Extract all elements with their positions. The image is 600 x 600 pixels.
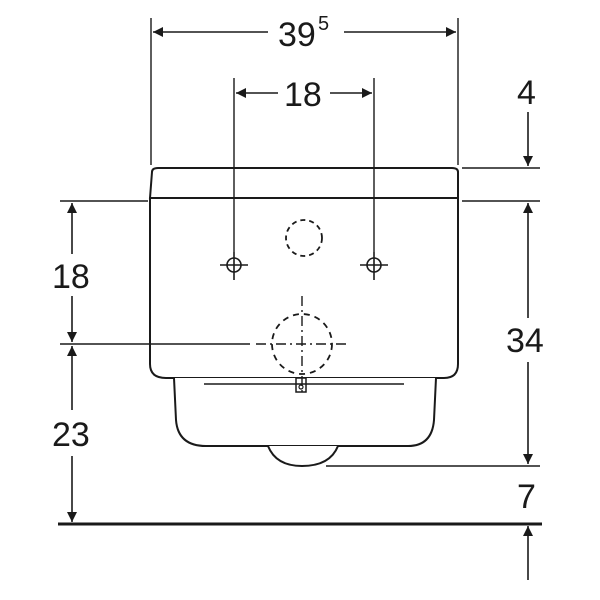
dimension-arrows xyxy=(67,27,533,580)
dim-label-drain-height: 23 xyxy=(52,416,90,454)
dim-label-fixing-to-drain: 18 xyxy=(52,258,90,296)
dim-label-fixing-spacing: 18 xyxy=(284,76,322,114)
extension-lines xyxy=(60,18,540,467)
toilet-outline xyxy=(148,167,459,468)
dim-label-outlet-drop: 7 xyxy=(517,478,536,516)
fixing-point-right xyxy=(360,252,388,280)
upper-connection-circle xyxy=(285,219,323,257)
dim-label-total-width: 39 xyxy=(278,16,316,54)
bowl-rim xyxy=(173,377,437,447)
dim-label-lid-offset: 4 xyxy=(517,74,536,112)
drain-clip xyxy=(295,377,307,393)
outlet-bulge xyxy=(267,445,339,468)
fixing-point-left xyxy=(220,252,248,280)
dim-label-body-height: 34 xyxy=(506,322,544,360)
bowl-body xyxy=(149,197,459,379)
lid xyxy=(148,167,459,199)
dim-label-total-width-sup: 5 xyxy=(318,13,329,35)
